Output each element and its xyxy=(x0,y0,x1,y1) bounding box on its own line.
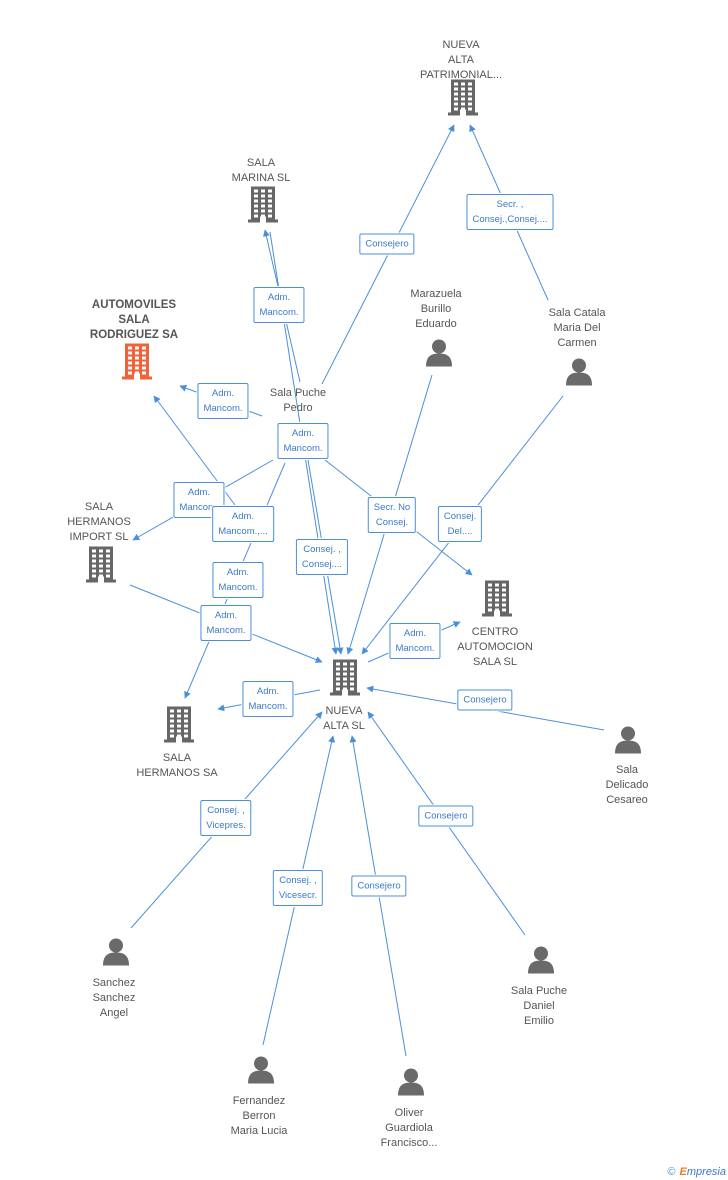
brand-logo-text: mpresia xyxy=(686,1166,726,1178)
relationship-role-label: Adm. Mancom.,... xyxy=(212,506,274,542)
relationship-role-label: Adm. Mancom. xyxy=(389,623,441,659)
brand-logo-letter: E xyxy=(679,1166,687,1178)
person-icon[interactable] xyxy=(614,726,642,759)
relationship-role-label: Consej. , Vicepres. xyxy=(200,800,252,836)
relationship-role-label: Adm. Mancom. xyxy=(197,383,249,419)
company-building-icon[interactable] xyxy=(86,546,116,588)
relationship-role-label: Adm. Mancom. xyxy=(277,423,329,459)
edges xyxy=(129,124,605,1057)
relationship-role-label: Consej. Del.... xyxy=(437,506,483,542)
company-building-icon[interactable] xyxy=(482,580,512,622)
person-icon[interactable] xyxy=(247,1056,275,1089)
company-label[interactable]: SALA HERMANOS SA xyxy=(136,752,218,779)
footer-brand: ©Empresia xyxy=(667,1166,726,1178)
person-icon[interactable] xyxy=(565,358,593,391)
relationship-role-label: Adm. Mancom. xyxy=(173,482,225,518)
relationship-role-label: Consej. , Vicesecr. xyxy=(272,870,324,906)
person-label[interactable]: Marazuela Burillo Eduardo xyxy=(410,288,462,330)
relationship-role-label: Consej. , Consej.... xyxy=(295,539,349,575)
relationship-role-label: Adm. Mancom. xyxy=(253,287,305,323)
copyright-symbol: © xyxy=(667,1166,676,1178)
person-label[interactable]: Fernandez Berron Maria Lucia xyxy=(230,1095,288,1137)
relationship-role-label: Secr. No Consej. xyxy=(367,497,417,533)
company-label[interactable]: AUTOMOVILES SALA RODRIGUEZ SA xyxy=(89,299,179,341)
person-label[interactable]: Sala Puche Pedro xyxy=(269,387,327,414)
company-label[interactable]: SALA MARINA SL xyxy=(231,157,291,184)
company-label[interactable]: NUEVA ALTA PATRIMONIAL... xyxy=(419,39,503,81)
relationship-role-label: Consejero xyxy=(457,689,513,711)
person-icon[interactable] xyxy=(397,1068,425,1101)
person-label[interactable]: Sala Puche Daniel Emilio xyxy=(510,985,568,1027)
company-building-icon[interactable] xyxy=(248,186,278,228)
relationship-role-label: Adm. Mancom. xyxy=(242,681,294,717)
relationship-role-label: Adm. Mancom. xyxy=(200,605,252,641)
company-label[interactable]: SALA HERMANOS IMPORT SL xyxy=(67,501,131,543)
person-label[interactable]: Sala Catala Maria Del Carmen xyxy=(548,307,606,349)
company-building-icon[interactable] xyxy=(122,343,152,385)
relationship-role-label: Secr. , Consej.,Consej.... xyxy=(466,194,554,230)
person-label[interactable]: Sala Delicado Cesareo xyxy=(605,764,649,806)
person-icon[interactable] xyxy=(102,938,130,971)
relationship-role-label: Consejero xyxy=(351,875,407,897)
edge-line xyxy=(321,124,455,385)
relationship-role-label: Adm. Mancom. xyxy=(212,562,264,598)
company-building-icon[interactable] xyxy=(448,79,478,121)
company-building-icon[interactable] xyxy=(164,706,194,748)
person-icon[interactable] xyxy=(425,339,453,372)
company-label[interactable]: NUEVA ALTA SL xyxy=(323,705,365,732)
relationship-role-label: Consejero xyxy=(359,233,415,255)
relationship-role-label: Consejero xyxy=(418,805,474,827)
person-icon[interactable] xyxy=(527,946,555,979)
person-label[interactable]: Sanchez Sanchez Angel xyxy=(92,977,136,1019)
company-label[interactable]: CENTRO AUTOMOCION SALA SL xyxy=(457,626,533,668)
person-label[interactable]: Oliver Guardiola Francisco... xyxy=(380,1107,438,1149)
company-building-icon[interactable] xyxy=(330,659,360,701)
